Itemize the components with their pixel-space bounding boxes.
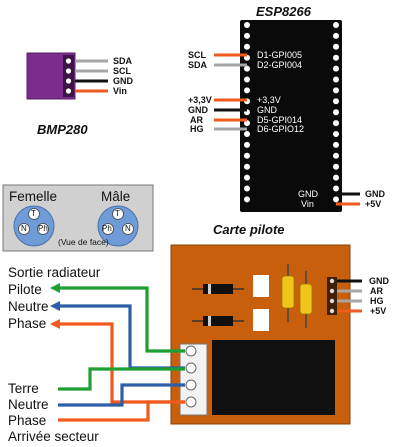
output-pilote: Pilote bbox=[8, 282, 42, 297]
esp8266-signal-right-gnd: GND bbox=[365, 189, 385, 199]
male-socket-label: Mâle bbox=[101, 189, 131, 204]
diode-2 bbox=[192, 316, 244, 326]
pilot-board-title: Carte pilote bbox=[213, 222, 285, 237]
esp8266-header-pin bbox=[333, 87, 339, 94]
output-phase: Phase bbox=[8, 316, 47, 331]
bmp280-pin-label-vin: Vin bbox=[113, 86, 127, 96]
esp8266-header-pin bbox=[244, 131, 250, 137]
esp8266-header-pin bbox=[333, 109, 339, 116]
esp8266-signal-3v3: +3,3V bbox=[188, 95, 212, 105]
female-socket bbox=[13, 205, 55, 247]
esp8266-signal-scl: SCL bbox=[188, 50, 206, 60]
esp8266-pin-label-d2: D2-GPI004 bbox=[257, 60, 303, 70]
terminal-screws bbox=[185, 345, 197, 408]
pad-1 bbox=[253, 275, 269, 297]
esp8266-header-pin bbox=[333, 22, 339, 28]
esp8266-header-pin bbox=[333, 196, 339, 203]
esp8266-signal-gnd: GND bbox=[188, 105, 208, 115]
esp8266-pin-label-bottom-gnd: GND bbox=[298, 189, 318, 199]
bmp280-wires bbox=[75, 59, 108, 93]
pilot-signal-ar: AR bbox=[370, 286, 383, 296]
esp8266-header-pin bbox=[244, 87, 250, 94]
esp8266-header-pin bbox=[333, 152, 339, 159]
esp8266-header-pin bbox=[244, 174, 250, 181]
esp8266-signal-right-5v: +5V bbox=[365, 199, 382, 209]
esp8266-header-pin bbox=[333, 43, 339, 50]
pilot-signal-5v: +5V bbox=[370, 306, 387, 316]
pilot-signal-gnd: GND bbox=[369, 276, 389, 286]
capacitor-1 bbox=[281, 264, 295, 322]
esp8266-right-wires bbox=[336, 192, 360, 206]
esp8266-header-pin bbox=[244, 65, 250, 72]
esp8266-pin-label-d1: D1-GPI005 bbox=[257, 50, 303, 60]
bmp280-pins bbox=[65, 58, 72, 94]
esp8266-header-pin bbox=[333, 98, 339, 105]
male-pin-t: T bbox=[115, 209, 120, 218]
pad-2 bbox=[253, 309, 269, 331]
esp8266-right-pin-row bbox=[333, 22, 339, 203]
esp8266-header-pin bbox=[333, 174, 339, 181]
esp8266-header-pin bbox=[244, 32, 250, 39]
esp8266-header-pin bbox=[333, 131, 339, 137]
output-heading: Sortie radiateur bbox=[8, 265, 101, 280]
output-arrowheads bbox=[50, 283, 60, 329]
mains-wiring bbox=[58, 286, 185, 422]
esp8266-header-pin bbox=[244, 120, 250, 127]
relay-block bbox=[212, 340, 335, 415]
esp8266-header-pin bbox=[244, 141, 250, 148]
esp8266-header-pin bbox=[333, 32, 339, 39]
esp8266-pin-label-d6: D6-GPIO12 bbox=[257, 124, 305, 134]
esp8266-header-pin bbox=[244, 185, 250, 192]
esp8266-signal-sda: SDA bbox=[188, 60, 208, 70]
esp8266-header-pin bbox=[333, 76, 339, 83]
male-pin-n: N bbox=[125, 224, 131, 233]
esp8266-title: ESP8266 bbox=[256, 4, 311, 19]
bmp280-pin-label-gnd: GND bbox=[113, 76, 133, 86]
bmp280-pin-label-sda: SDA bbox=[113, 56, 133, 66]
esp8266-pin-label-3v3: +3,3V bbox=[257, 95, 281, 105]
esp8266-signal-hg: HG bbox=[190, 124, 204, 134]
esp8266-signal-ar: AR bbox=[190, 115, 203, 125]
bmp280-header bbox=[63, 55, 74, 97]
bmp280-pin-label-scl: SCL bbox=[113, 66, 131, 76]
female-socket-label: Femelle bbox=[9, 189, 58, 204]
input-neutre: Neutre bbox=[8, 397, 49, 412]
esp8266-header-pin bbox=[244, 76, 250, 83]
esp8266-header-pin bbox=[244, 43, 250, 50]
female-pin-n: N bbox=[21, 224, 27, 233]
pilot-signal-hg: HG bbox=[370, 296, 384, 306]
input-phase: Phase bbox=[8, 413, 47, 428]
esp8266-header-pin bbox=[333, 65, 339, 72]
esp8266-header-pin bbox=[333, 141, 339, 148]
pilot-board-wires bbox=[337, 279, 362, 313]
esp8266-header-pin bbox=[333, 54, 339, 61]
esp8266-pin-label-gnd: GND bbox=[257, 105, 277, 115]
esp8266-header-pin bbox=[333, 185, 339, 192]
esp8266-header-pin bbox=[244, 196, 250, 203]
output-neutre: Neutre bbox=[8, 299, 49, 314]
male-pin-ph: Ph bbox=[102, 224, 112, 233]
esp8266-header-pin bbox=[333, 120, 339, 127]
input-terre: Terre bbox=[8, 381, 39, 396]
female-pin-ph: Ph bbox=[38, 224, 48, 233]
female-pin-t: T bbox=[31, 209, 36, 218]
input-footer: Arrivée secteur bbox=[8, 429, 99, 444]
bmp280-title: BMP280 bbox=[37, 122, 88, 137]
esp8266-pin-label-bottom-vin: Vin bbox=[301, 199, 314, 209]
diode-1 bbox=[192, 284, 244, 294]
connector-view-caption: (Vue de face) bbox=[58, 237, 109, 247]
pilot-board-header bbox=[327, 277, 337, 315]
esp8266-board bbox=[240, 20, 342, 212]
esp8266-header-pin bbox=[333, 163, 339, 170]
esp8266-left-wires bbox=[214, 53, 247, 131]
esp8266-pin-label-d5: D5-GPI014 bbox=[257, 115, 303, 125]
capacitor-2 bbox=[299, 271, 313, 328]
esp8266-header-pin bbox=[244, 152, 250, 159]
esp8266-header-pin bbox=[244, 163, 250, 170]
male-socket bbox=[97, 205, 139, 247]
esp8266-header-pin bbox=[244, 22, 250, 28]
